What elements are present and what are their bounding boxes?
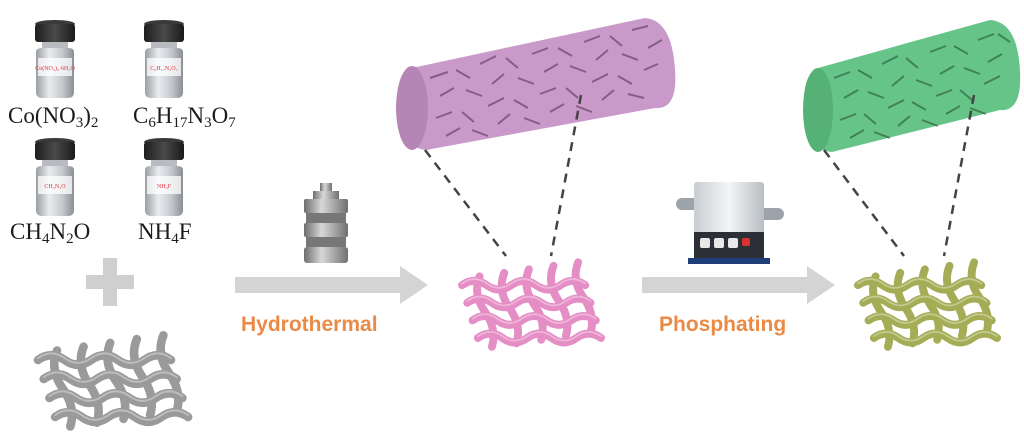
fiber-mesh-icon	[462, 262, 601, 346]
reagent-bottle-icon: Co(NO₃)₂·6H₂O	[35, 20, 75, 98]
reagent-label-ammonium-fluoride: NH4F	[138, 219, 192, 247]
svg-text:C₆H₁₇N₃O₇: C₆H₁₇N₃O₇	[150, 66, 177, 72]
reagent-label-urea: CH4N2O	[10, 219, 91, 247]
reagent-bottle-icon: NH₄F	[144, 138, 184, 216]
svg-text:Co(NO₃)₂·6H₂O: Co(NO₃)₂·6H₂O	[35, 65, 75, 72]
reagent-bottle-icon: CH₄N₂O	[35, 138, 75, 216]
zoom-guide-lines	[823, 94, 976, 257]
step-label-hydrothermal: Hydrothermal	[241, 313, 378, 336]
nanosheet-cylinder-icon	[803, 20, 1021, 152]
fiber-mesh-icon	[858, 262, 997, 346]
plus-icon	[86, 258, 134, 306]
reagent-bottle-icon: C₆H₁₇N₃O₇	[144, 20, 184, 98]
reagent-label-citrate: C6H17N3O7	[133, 103, 236, 131]
step-label-phosphating: Phosphating	[659, 313, 787, 336]
arrow-right-icon	[642, 266, 835, 304]
svg-text:NH₄F: NH₄F	[157, 184, 172, 190]
tube-furnace-icon	[676, 182, 784, 264]
autoclave-icon	[304, 183, 348, 263]
fiber-mesh-icon	[38, 335, 188, 426]
reagent-label-cobalt-nitrate: Co(NO3)2	[8, 103, 99, 131]
arrow-right-icon	[235, 266, 428, 304]
svg-text:CH₄N₂O: CH₄N₂O	[44, 184, 66, 190]
zoom-guide-lines	[424, 94, 583, 257]
nanosheet-cylinder-icon	[396, 18, 676, 150]
